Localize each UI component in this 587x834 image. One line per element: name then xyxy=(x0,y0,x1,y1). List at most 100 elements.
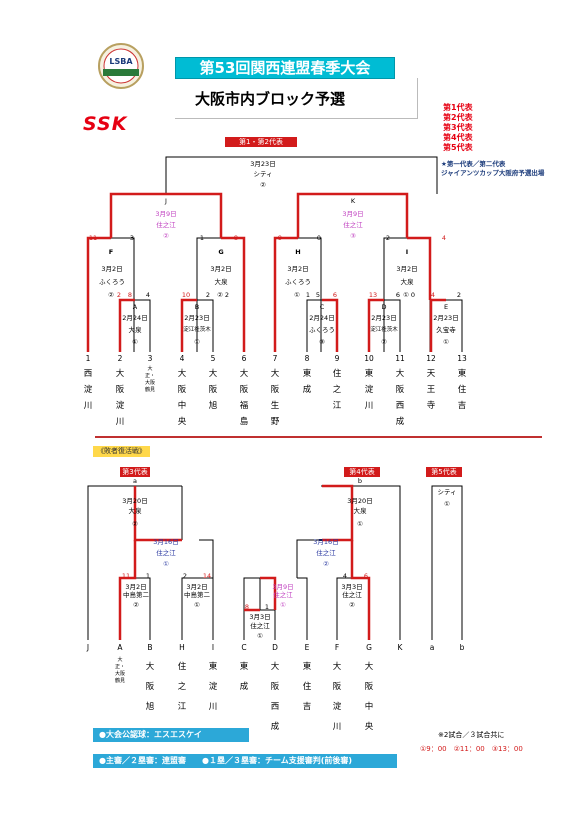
slot-id: K xyxy=(397,643,403,652)
slot-id: J xyxy=(86,643,90,652)
team-name: 大阪淀川 xyxy=(115,369,125,427)
match-id-a: A xyxy=(132,303,138,311)
fifth-rep-tag: 第5代表 xyxy=(426,467,462,477)
logo-text: LSBA xyxy=(109,57,133,66)
slot-team-name: 大阪淀川 xyxy=(332,662,342,732)
slot-team-name: 大正・大阪鶴見 xyxy=(114,657,125,684)
match-id-b-lower: b xyxy=(357,477,363,485)
score: 2 xyxy=(456,291,462,299)
score: 4 xyxy=(430,291,436,299)
team-name: 住之江 xyxy=(332,369,342,411)
fourth-rep-tag: 第4代表 xyxy=(344,467,380,477)
slot-team-name: 住之江 xyxy=(177,662,187,712)
team-number: 9 xyxy=(334,354,340,363)
match-j-venue: 住之江 xyxy=(156,221,176,229)
r-mid2-no: ① xyxy=(257,632,263,640)
team-number: 13 xyxy=(457,354,467,363)
match-j-no: ② xyxy=(163,232,169,240)
team-number: 2 xyxy=(117,354,123,363)
match-g-venue: 大泉 xyxy=(214,278,228,286)
r-mid-no: ① xyxy=(280,601,286,609)
score: 0 xyxy=(410,291,416,299)
match-note: ※2試合／３試合共に xyxy=(438,731,505,739)
slot-id: b xyxy=(459,643,465,652)
score: 2 xyxy=(385,234,391,242)
score: 3 xyxy=(129,234,135,242)
slot-id: G xyxy=(366,643,372,652)
match-id-e: E xyxy=(443,303,449,311)
semi-left-venue: 住之江 xyxy=(156,549,176,557)
match-h-no: ① xyxy=(294,291,300,299)
page-title: 第53回関西連盟春季大会 xyxy=(175,57,395,79)
team-name: 天王寺 xyxy=(426,369,436,411)
city-venue: シティ xyxy=(437,488,457,496)
semi-right-no: ② xyxy=(323,560,329,568)
r-right-no: ② xyxy=(349,601,355,609)
final-no: ② xyxy=(260,181,266,189)
team-name: 大正・大阪鶴見 xyxy=(144,366,155,393)
team-number: 11 xyxy=(395,354,405,363)
team-number: 7 xyxy=(272,354,278,363)
score: 2 xyxy=(205,291,211,299)
final-date: 3月23日 xyxy=(250,160,276,168)
match-id-g: G xyxy=(218,248,224,256)
score: 2 xyxy=(224,291,230,299)
r-left1-venue: 中島第二 xyxy=(123,591,149,599)
match-d-no: ② xyxy=(381,338,387,346)
semi-left-no: ① xyxy=(163,560,169,568)
match-k-venue: 住之江 xyxy=(343,221,363,229)
match-e-venue: 久宝寺 xyxy=(436,326,456,334)
team-name: 東住吉 xyxy=(457,369,467,411)
score: 2 xyxy=(182,572,188,580)
third-rep-tag: 第3代表 xyxy=(120,467,150,477)
match-id-k: K xyxy=(350,197,356,205)
score: 4 xyxy=(441,234,447,242)
slot-team-name: 大阪旭 xyxy=(145,662,155,712)
match-d-venue: 淀江社茨木 xyxy=(370,327,398,333)
score: 14 xyxy=(202,572,212,580)
team-name: 大阪旭 xyxy=(208,369,218,411)
team-name: 東成 xyxy=(302,369,312,395)
slot-id: A xyxy=(117,643,123,652)
winners-bracket-tag: 第1・第2代表 xyxy=(225,137,297,147)
slot-id: I xyxy=(211,643,215,652)
match-id-f: F xyxy=(108,248,114,256)
match-e-no: ① xyxy=(443,338,449,346)
league-logo: LSBA xyxy=(97,42,145,90)
repechage-label: 《敗者復活戦》 xyxy=(93,446,150,457)
final-a-venue: 大泉 xyxy=(128,507,142,515)
slot-team-name: 大阪西成 xyxy=(270,662,280,732)
r-mid2-date: 3月3日 xyxy=(249,613,271,621)
match-d-date: 2月23日 xyxy=(371,314,397,322)
team-name: 大阪福島 xyxy=(239,369,249,427)
match-b-date: 2月23日 xyxy=(184,314,210,322)
match-a-date: 2月24日 xyxy=(122,314,148,322)
slot-id: F xyxy=(334,643,340,652)
match-i-date: 3月2日 xyxy=(396,265,418,273)
legend-item: 第5代表 xyxy=(443,143,473,152)
slot-id: E xyxy=(304,643,310,652)
team-name: 大阪西成 xyxy=(395,369,405,427)
representative-legend: 第1代表 第2代表 第3代表 第4代表 第5代表 xyxy=(443,103,473,153)
r-right-date: 3月3日 xyxy=(341,583,363,591)
score: 8 xyxy=(233,234,239,242)
score: 8 xyxy=(127,291,133,299)
score: 6 xyxy=(363,572,369,580)
section-divider xyxy=(95,436,542,438)
r-left1-no: ② xyxy=(133,601,139,609)
match-id-b: B xyxy=(194,303,200,311)
match-i-no: ① xyxy=(403,291,409,299)
final-b-venue: 大泉 xyxy=(353,507,367,515)
match-c-date: 2月24日 xyxy=(309,314,335,322)
team-name: 西淀川 xyxy=(83,369,93,411)
slot-team-name: 東住吉 xyxy=(302,662,312,712)
match-f-no: ② xyxy=(108,291,114,299)
page-subtitle: 大阪市内ブロック予選 xyxy=(195,90,346,108)
score: 2 xyxy=(116,291,122,299)
legend-item: 第2代表 xyxy=(443,113,473,122)
match-i-venue: 大泉 xyxy=(400,278,414,286)
score: 5 xyxy=(315,291,321,299)
match-h-venue: ふくろう xyxy=(285,278,311,286)
team-number: 8 xyxy=(304,354,310,363)
